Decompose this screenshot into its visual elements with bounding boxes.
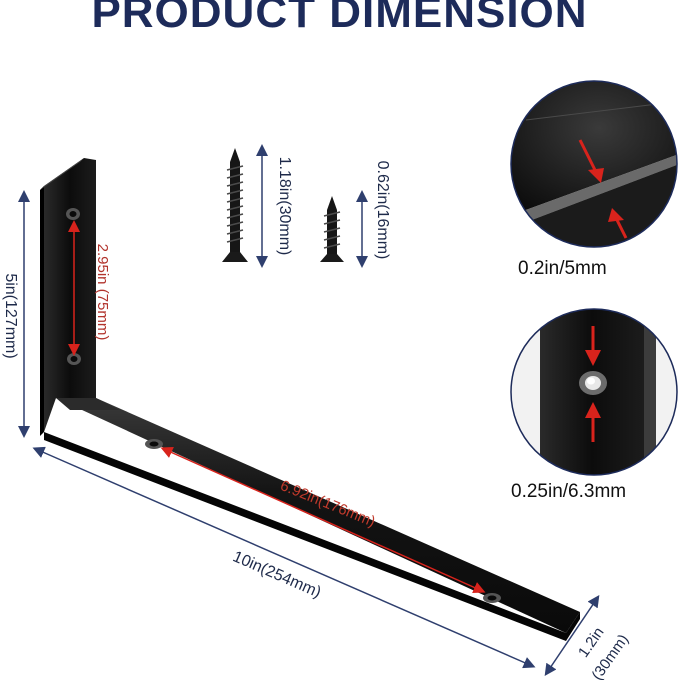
- long-screw-icon: [222, 148, 248, 262]
- hole-zoom-icon: [510, 308, 678, 476]
- screw-long-label: 1.18in(30mm): [276, 157, 293, 256]
- hole-diameter-label: 0.25in/6.3mm: [511, 481, 627, 502]
- hole-vertical-dimension: 2.95in (75mm): [68, 220, 111, 356]
- long-screw-dimension: 1.18in(30mm): [256, 144, 293, 268]
- thickness-zoom-icon: [510, 80, 678, 248]
- hole-horizontal-dimension: 6.92in(176mm): [160, 446, 486, 594]
- hole-vertical-label: 2.95in (75mm): [94, 244, 111, 341]
- height-dimension: 5in(127mm): [2, 190, 30, 438]
- page-title: PRODUCT DIMENSION: [91, 0, 588, 37]
- thickness-label: 0.2in/5mm: [518, 258, 607, 279]
- length-label: 10in(254mm): [230, 548, 323, 601]
- short-screw-dimension: 0.62in(16mm): [356, 161, 391, 268]
- short-screw-icon: [320, 196, 344, 262]
- screw-short-label: 0.62in(16mm): [374, 161, 391, 260]
- height-label: 5in(127mm): [2, 273, 19, 358]
